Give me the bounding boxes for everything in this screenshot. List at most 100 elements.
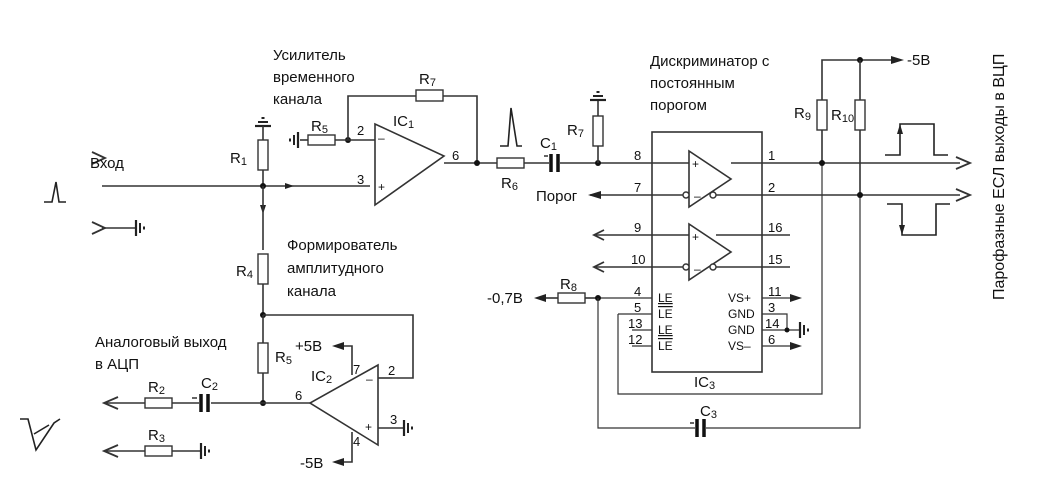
input-label: Вход [90,155,124,172]
negative-waveform-icon [20,418,61,452]
svg-text:–: – [694,189,701,203]
svg-text:R4: R4 [236,263,253,281]
negative-pulse-icon [887,203,950,236]
resistor-r4 [257,253,269,285]
input-connector [91,151,108,165]
positive-pulse-icon [885,123,948,156]
resistor-r5-ic1 [307,134,336,146]
svg-text:7: 7 [353,362,360,377]
svg-text:LE: LE [658,291,673,305]
svg-text:9: 9 [634,220,641,235]
ground-icon [588,90,608,102]
ground-icon [134,218,146,238]
svg-text:3: 3 [768,300,775,315]
time-amp-title: Усилитель [273,47,346,64]
ground-icon [253,116,273,128]
svg-text:R7: R7 [419,71,436,89]
svg-text:LE: LE [658,339,673,353]
svg-text:6: 6 [768,332,775,347]
svg-text:R5: R5 [311,118,328,136]
svg-text:4: 4 [353,434,360,449]
svg-text:2: 2 [768,180,775,195]
svg-text:–: – [694,262,701,276]
resistor-r2 [144,397,173,409]
ic3-label: IC3 [694,374,715,392]
resistor-r7-threshold [592,115,604,147]
svg-text:в АЦП: в АЦП [95,356,139,373]
svg-text:+: + [378,180,385,194]
analog-ground-arrow [101,444,119,458]
svg-text:канала: канала [273,91,323,108]
svg-text:5: 5 [634,300,641,315]
svg-text:2: 2 [357,123,364,138]
svg-text:14: 14 [765,316,779,331]
svg-text:+: + [692,230,699,244]
analog-output-arrow [101,396,119,410]
discriminator-title: Дискриминатор с [650,53,770,70]
svg-text:4: 4 [634,284,641,299]
analog-out-title: Аналоговый выход [95,334,227,351]
svg-text:GND: GND [728,323,755,337]
svg-text:16: 16 [768,220,782,235]
r1-label: R1 [230,150,247,168]
svg-text:VS–: VS– [728,339,751,353]
svg-text:+: + [692,157,699,171]
resistor-r8 [557,292,586,304]
pulse-waveform-icon [500,107,522,147]
output-2-arrow [955,188,973,202]
pos5v-label: +5В [295,338,322,355]
svg-text:LE: LE [658,307,673,321]
svg-text:LE: LE [658,323,673,337]
svg-text:1: 1 [768,148,775,163]
svg-text:VS+: VS+ [728,291,751,305]
svg-text:постоянным: постоянным [650,75,735,92]
svg-text:7: 7 [634,180,641,195]
svg-text:3: 3 [357,172,364,187]
svg-text:C3: C3 [700,403,717,421]
resistor-r10 [854,99,866,131]
svg-text:R2: R2 [148,379,165,397]
svg-text:порогом: порогом [650,97,707,114]
svg-text:15: 15 [768,252,782,267]
ground-icon [798,320,810,340]
svg-text:R5: R5 [275,349,292,367]
svg-text:13: 13 [628,316,642,331]
resistor-r3 [144,445,173,457]
svg-text:6: 6 [452,148,459,163]
svg-text:R7: R7 [567,122,584,140]
svg-text:12: 12 [628,332,642,347]
resistor-r9 [816,99,828,131]
ground-icon [199,441,211,461]
resistor-r1 [257,139,269,171]
resistor-r6 [496,157,525,169]
svg-text:+: + [365,420,372,434]
opamp-ic1 [374,122,446,207]
svg-text:GND: GND [728,307,755,321]
svg-text:R6: R6 [501,175,518,193]
resistor-r7-feedback [415,89,444,102]
ic1-label: IC1 [393,113,414,131]
svg-text:3: 3 [390,412,397,427]
resistor-r5-ic2 [257,342,269,374]
svg-text:IC2: IC2 [311,368,332,386]
ground-icon [288,130,300,150]
svg-text:6: 6 [295,388,302,403]
opamp-ic2 [308,363,379,447]
output-1-arrow [955,156,973,170]
svg-text:–: – [378,131,385,145]
svg-text:11: 11 [768,284,782,299]
svg-text:R9: R9 [794,105,811,123]
threshold-label: Порог [536,188,578,205]
svg-text:R10: R10 [831,107,854,125]
neg5v-bottom-label: -5В [300,455,323,472]
svg-text:–: – [366,372,373,386]
svg-text:амплитудного: амплитудного [287,260,384,277]
svg-text:канала: канала [287,283,337,300]
svg-text:C1: C1 [540,135,557,153]
svg-text:R8: R8 [560,276,577,294]
svg-text:10: 10 [631,252,645,267]
neg5v-top-label: -5В [907,52,930,69]
ground-icon [402,418,414,438]
svg-text:8: 8 [634,148,641,163]
svg-text:временного: временного [273,69,355,86]
